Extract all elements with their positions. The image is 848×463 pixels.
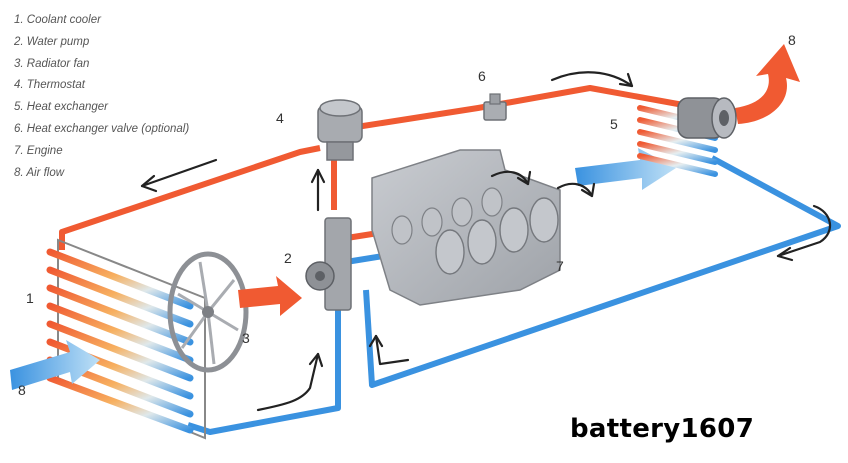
flow-arrow-radiator-return <box>140 158 218 193</box>
callout-coolant-cooler: 1 <box>26 290 34 306</box>
legend-item-radiator-fan: 3. Radiator fan <box>14 57 90 70</box>
heater-air-in-arrow <box>575 148 676 190</box>
legend-item-heat-exchanger-valve: 6. Heat exchanger valve (optional) <box>14 122 190 135</box>
flow-arrow-heater-supply <box>550 71 634 88</box>
legend: 1. Coolant cooler 2. Water pump 3. Radia… <box>14 10 189 184</box>
callout-air-flow-out: 8 <box>788 32 796 48</box>
flow-arrow-thermostat-up <box>310 168 326 212</box>
air-flow-out-arrow <box>735 44 800 124</box>
thermostat <box>317 99 363 161</box>
flow-direction-arrows <box>140 71 831 412</box>
legend-item-air-flow: 8. Air flow <box>14 166 65 179</box>
water-pump <box>305 217 352 311</box>
flow-arrow-engine-right <box>556 182 596 198</box>
callout-heat-exchanger-valve: 6 <box>478 68 486 84</box>
callout-heat-exchanger: 5 <box>610 116 618 132</box>
air-flow-in-arrow <box>10 340 100 390</box>
callout-water-pump: 2 <box>284 250 292 266</box>
callout-engine: 7 <box>556 258 564 274</box>
radiator-frame <box>57 238 206 440</box>
radiator-fan-air-arrow <box>238 276 302 316</box>
heater-blower <box>677 97 737 139</box>
hot-line-thermostat-to-heater <box>349 85 701 131</box>
engine <box>371 149 561 306</box>
flow-arrow-heater-return <box>776 204 831 262</box>
legend-item-engine: 7. Engine <box>14 144 63 157</box>
cold-line-heater-to-pump <box>363 155 841 388</box>
callout-air-flow-in: 8 <box>18 382 26 398</box>
legend-item-coolant-cooler: 1. Coolant cooler <box>14 14 101 26</box>
heat-exchanger-valve <box>483 93 507 121</box>
callout-thermostat: 4 <box>276 110 284 126</box>
legend-item-heat-exchanger: 5. Heat exchanger <box>14 101 108 114</box>
watermark-text: battery1607 <box>570 414 755 444</box>
flow-arrow-engine-left <box>490 170 532 186</box>
cold-line-radiator-to-pump <box>187 310 341 435</box>
flow-arrow-pump-inlet <box>256 352 324 412</box>
callout-radiator-fan: 3 <box>242 330 250 346</box>
legend-item-water-pump: 2. Water pump <box>14 35 90 48</box>
flow-arrow-heater-to-pump <box>368 334 410 366</box>
legend-item-thermostat: 4. Thermostat <box>14 79 85 92</box>
heat-exchanger <box>637 97 737 177</box>
radiator-fan <box>167 251 249 373</box>
